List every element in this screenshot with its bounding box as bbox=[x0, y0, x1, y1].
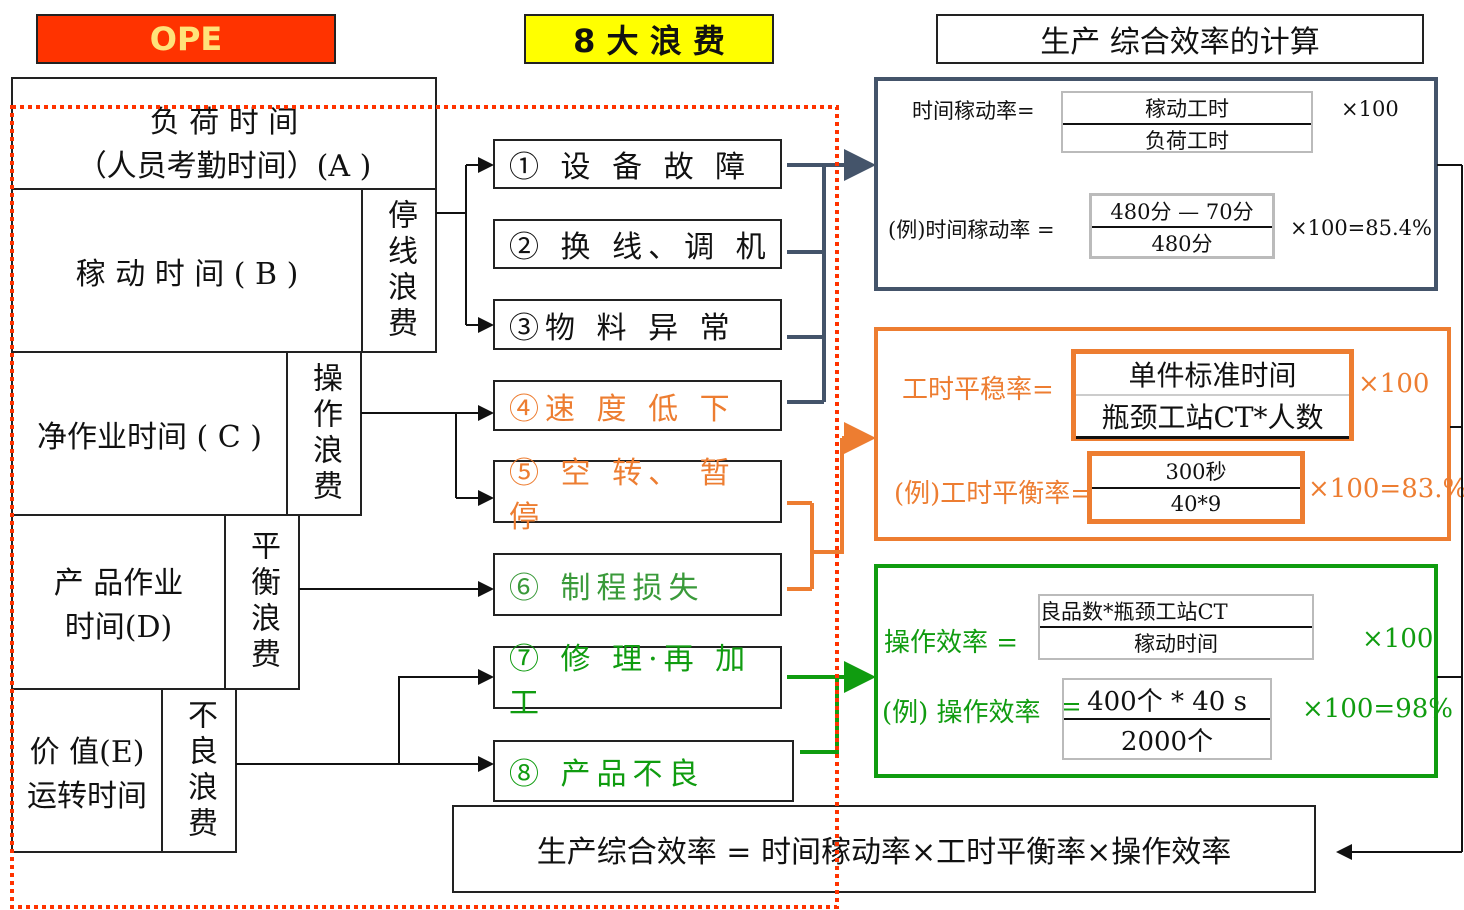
stop-line-waste-cell: 停线浪费 bbox=[361, 188, 437, 353]
waste-equipment-failure: ① 设 备 故 障 bbox=[493, 139, 782, 189]
product-work-time-cell: 产 品作业 时间(D) bbox=[11, 514, 226, 690]
waste-rework: ⑦ 修 理·再 加 工 bbox=[493, 642, 782, 721]
time-rate-fraction: 稼动工时 负荷工时 bbox=[1061, 91, 1313, 153]
time-rate-denominator: 负荷工时 bbox=[1145, 129, 1229, 153]
operation-efficiency-numerator: 良品数*瓶颈工站CT bbox=[1040, 596, 1312, 628]
balance-rate-denominator: 瓶颈工站CT*人数 bbox=[1076, 396, 1349, 439]
time-rate-example-numerator: 480分 — 70分 bbox=[1092, 196, 1272, 228]
operation-efficiency-denominator: 稼动时间 bbox=[1134, 632, 1218, 656]
operation-efficiency-multiplier: ×100 bbox=[1362, 624, 1434, 654]
operation-efficiency-example-numerator: 400个 * 40 s bbox=[1064, 680, 1270, 720]
operation-efficiency-example-label: (例) 操作效率 bbox=[882, 698, 1041, 728]
balance-rate-fraction: 单件标准时间 瓶颈工站CT*人数 bbox=[1071, 349, 1354, 441]
waste-changeover: ② 换 线、调 机 bbox=[493, 219, 782, 269]
balance-rate-label: 工时平稳率= bbox=[902, 375, 1054, 405]
time-rate-example-denominator: 480分 bbox=[1151, 232, 1213, 256]
balance-waste-cell: 平衡浪费 bbox=[224, 514, 300, 690]
balance-rate-example-result: ×100=83.% bbox=[1308, 474, 1464, 504]
calc-header: 生产 综合效率的计算 bbox=[936, 14, 1424, 64]
balance-rate-example-numerator: 300秒 bbox=[1092, 456, 1300, 489]
defect-waste-cell: 不良浪费 bbox=[161, 688, 237, 853]
load-time-label: 负 荷 时 间 bbox=[149, 105, 299, 140]
ope-header: OPE bbox=[36, 14, 336, 64]
value-time-cell: 价 值(E) 运转时间 bbox=[11, 688, 163, 853]
balance-rate-box: 工时平稳率= 单件标准时间 瓶颈工站CT*人数 ×100 (例)工时平衡率= 3… bbox=[874, 327, 1464, 541]
operation-efficiency-example-fraction: 400个 * 40 s 2000个 bbox=[1062, 678, 1272, 760]
time-rate-example-label: (例)时间稼动率 = bbox=[888, 218, 1055, 242]
time-rate-example-fraction: 480分 — 70分 480分 bbox=[1089, 193, 1275, 259]
time-rate-numerator: 稼动工时 bbox=[1063, 93, 1311, 125]
product-work-time-label: 产 品作业 bbox=[53, 566, 184, 601]
balance-rate-multiplier: ×100 bbox=[1358, 369, 1430, 399]
net-work-time-cell: 净作业时间 ( C ) bbox=[11, 351, 288, 516]
operation-efficiency-box: 操作效率 = 良品数*瓶颈工站CT 稼动时间 ×100 (例) 操作效率 = 4… bbox=[874, 564, 1453, 778]
balance-rate-example-denominator: 40*9 bbox=[1170, 491, 1222, 516]
balance-rate-numerator: 单件标准时间 bbox=[1076, 354, 1349, 396]
balance-rate-example-fraction: 300秒 40*9 bbox=[1087, 451, 1305, 524]
operating-time-cell: 稼 动 时 间 ( B ) bbox=[11, 188, 363, 353]
time-rate-multiplier: ×100 bbox=[1341, 97, 1399, 121]
time-rate-example-result: ×100=85.4% bbox=[1290, 216, 1432, 240]
operation-efficiency-example-result: ×100=98% bbox=[1302, 694, 1453, 724]
time-rate-label: 时间稼动率= bbox=[912, 99, 1035, 123]
operation-efficiency-fraction: 良品数*瓶颈工站CT 稼动时间 bbox=[1038, 594, 1314, 660]
operation-efficiency-label: 操作效率 = bbox=[884, 628, 1019, 658]
balance-rate-example-label: (例)工时平衡率= bbox=[894, 479, 1093, 509]
operation-efficiency-example-denominator: 2000个 bbox=[1120, 726, 1214, 757]
value-time-sub: 运转时间 bbox=[27, 778, 147, 814]
overall-efficiency-formula: 生产综合效率 = 时间稼动率×工时平衡率×操作效率 bbox=[452, 805, 1316, 893]
waste-defects: ⑧ 产品不良 bbox=[493, 740, 794, 802]
load-time-sub: （人员考勤时间）(A ) bbox=[76, 149, 372, 184]
waste-process-loss: ⑥ 制程损失 bbox=[493, 553, 782, 616]
product-work-time-sub: 时间(D) bbox=[64, 610, 173, 645]
time-rate-box: 时间稼动率= 稼动工时 负荷工时 ×100 (例)时间稼动率 = 480分 — … bbox=[874, 77, 1438, 291]
operation-efficiency-example-equals: = bbox=[1060, 692, 1082, 722]
waste-speed-loss: ④速 度 低 下 bbox=[493, 380, 782, 431]
value-time-label: 价 值(E) bbox=[29, 734, 145, 770]
eight-wastes-header: 8 大 浪 费 bbox=[524, 14, 774, 64]
operation-waste-cell: 操作浪费 bbox=[286, 351, 362, 516]
waste-material: ③物 料 异 常 bbox=[493, 299, 782, 350]
